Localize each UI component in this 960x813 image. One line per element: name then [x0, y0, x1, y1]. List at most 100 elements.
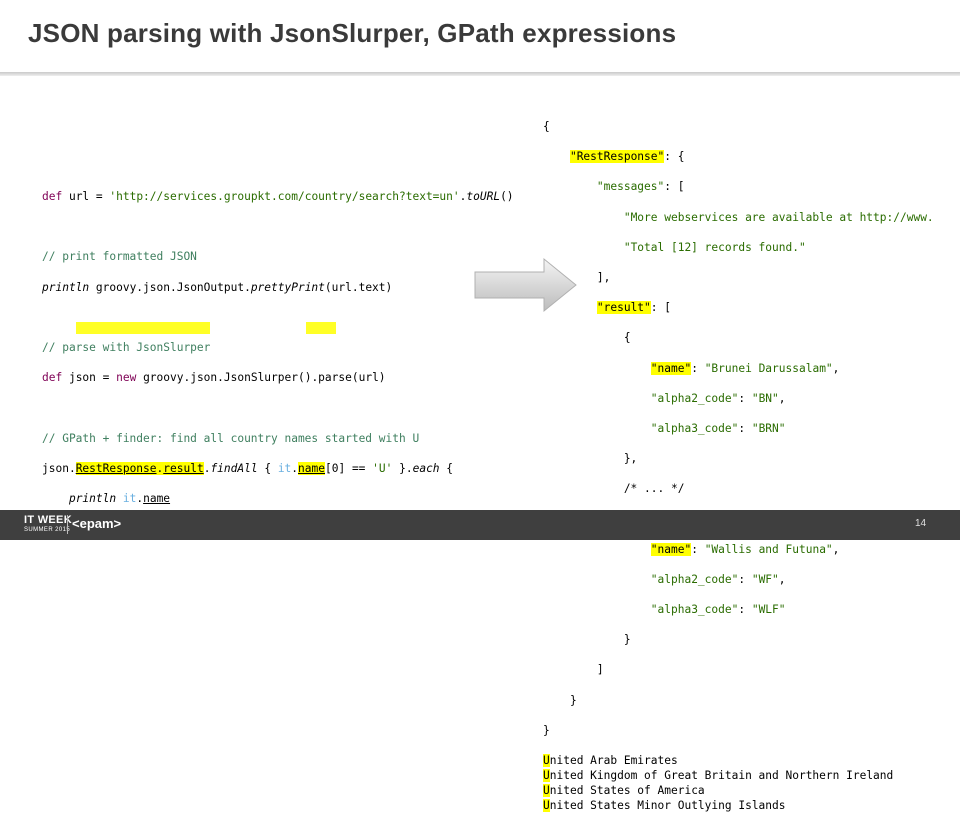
json-key-highlighted: "name": [650, 361, 692, 375]
json-value: "More webservices are available at http:…: [623, 210, 934, 224]
code-text: (url.text): [324, 280, 393, 294]
json-punct: :: [691, 542, 705, 556]
json-line: "result": [: [543, 300, 934, 315]
result-text: nited States Minor Outlying Islands: [549, 799, 786, 813]
code-text: }.: [392, 461, 413, 475]
code-text: [116, 492, 123, 505]
json-line: "alpha2_code": "BN",: [543, 391, 934, 406]
result-first-letter: U: [543, 799, 550, 813]
code-text: (): [500, 190, 514, 203]
json-punct: ,: [832, 542, 840, 556]
keyword: def: [42, 190, 63, 203]
result-text: nited States of America: [549, 784, 705, 798]
indent: [543, 392, 651, 405]
result-first-letter: U: [543, 769, 550, 783]
property: name: [143, 491, 171, 505]
json-value: "Brunei Darussalam": [704, 361, 833, 375]
json-line: /* ... */: [543, 482, 685, 496]
json-line: }: [543, 633, 631, 647]
code-text: url =: [62, 190, 110, 203]
code-text: json =: [62, 371, 117, 385]
result-line: United Kingdom of Great Britain and Nort…: [543, 768, 934, 783]
json-value: "WF": [751, 572, 779, 586]
json-line: "name": "Wallis and Futuna",: [543, 542, 934, 557]
json-line: "messages": [: [543, 179, 934, 194]
json-punct: : [: [650, 301, 671, 315]
json-line: ],: [543, 270, 611, 284]
json-line: }: [543, 723, 550, 737]
logo-line-1: IT WEEK: [24, 514, 72, 526]
keyword: def: [42, 371, 63, 385]
code-blank-line: [42, 400, 514, 415]
json-line: {: [543, 120, 550, 133]
json-value: "Wallis and Futuna": [704, 542, 833, 556]
json-punct: :: [738, 603, 752, 616]
code-line-1: def url = 'http://services.groupkt.com/c…: [42, 189, 514, 204]
json-key-highlighted: "name": [650, 542, 692, 556]
json-punct: :: [691, 361, 705, 375]
json-key: "alpha3_code": [650, 603, 739, 616]
result-line: United Arab Emirates: [543, 753, 934, 768]
it-week-logo: IT WEEK SUMMER 2015: [24, 514, 72, 534]
highlighted-property: result: [163, 461, 204, 475]
result-line: United States Minor Outlying Islands: [543, 798, 934, 813]
json-key: "messages": [596, 180, 665, 194]
code-text: .: [291, 461, 299, 475]
code-line-7: json.RestResponse.result.findAll { it.na…: [42, 461, 514, 476]
code-comment: // GPath + finder: find all country name…: [42, 431, 420, 445]
right-arrow-icon: [474, 257, 577, 313]
json-line: "More webservices are available at http:…: [543, 210, 934, 225]
json-key: "alpha3_code": [650, 421, 739, 435]
method-name: findAll: [210, 461, 258, 475]
code-text: .: [156, 461, 164, 475]
json-key: "alpha2_code": [650, 572, 739, 586]
method-name: prettyPrint: [250, 280, 325, 294]
code-text: {: [257, 461, 278, 475]
page-number: 14: [915, 518, 927, 529]
json-line: "alpha3_code": "BRN": [543, 421, 934, 436]
indent: [42, 492, 69, 505]
closure-variable: it: [277, 461, 292, 475]
epam-logo: <epam>: [72, 516, 122, 531]
groovy-code-block: def url = 'http://services.groupkt.com/c…: [42, 189, 514, 536]
result-text: nited Arab Emirates: [549, 753, 678, 767]
string-literal: 'http://services.groupkt.com/country/sea…: [109, 190, 460, 203]
highlight-mark: [76, 322, 210, 334]
code-line-8: println it.name: [42, 491, 514, 506]
code-line-5: def json = new groovy.json.JsonSlurper()…: [42, 370, 514, 385]
string-literal: 'U': [372, 461, 393, 475]
indent: [543, 422, 651, 435]
result-first-letter: U: [543, 784, 550, 798]
code-blank-line: [42, 219, 514, 234]
method-name: toURL: [466, 190, 501, 203]
json-punct: ,: [778, 391, 786, 405]
method-name: each: [412, 461, 440, 475]
json-value: "WLF": [751, 603, 786, 616]
json-key-highlighted: "result": [596, 301, 651, 315]
result-text: nited Kingdom of Great Britain and North…: [549, 769, 894, 783]
json-punct: : [: [664, 180, 685, 194]
code-text: .: [203, 461, 211, 475]
code-text: {: [439, 461, 454, 475]
json-key: "alpha2_code": [650, 391, 739, 405]
indent: [543, 211, 624, 224]
json-value: "BN": [751, 391, 779, 405]
json-line: "name": "Brunei Darussalam",: [543, 361, 934, 376]
code-text: .: [459, 190, 467, 203]
result-line: United States of America: [543, 783, 934, 798]
slide-title: JSON parsing with JsonSlurper, GPath exp…: [28, 18, 677, 48]
json-line: ]: [543, 663, 604, 677]
code-comment: // parse with JsonSlurper: [42, 340, 211, 354]
json-value: "Total [12] records found.": [623, 240, 806, 254]
json-line: "alpha3_code": "WLF": [543, 602, 934, 617]
keyword: new: [116, 371, 137, 385]
json-punct: :: [738, 572, 752, 586]
json-line: "alpha2_code": "WF",: [543, 572, 934, 587]
code-line-3: println groovy.json.JsonOutput.prettyPri…: [42, 280, 514, 295]
code-text: .: [136, 491, 144, 505]
json-value: "BRN": [751, 421, 786, 435]
indent: [543, 180, 597, 193]
json-punct: ,: [778, 572, 786, 586]
indent: [543, 301, 597, 314]
